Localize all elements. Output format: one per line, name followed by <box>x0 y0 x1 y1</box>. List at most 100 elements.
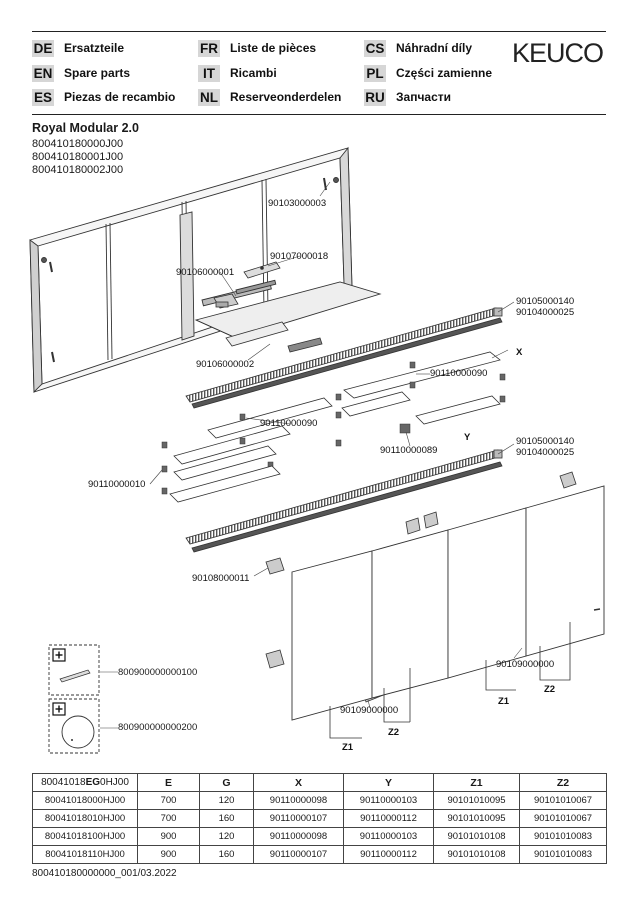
table-cell: 90110000103 <box>343 827 434 846</box>
callout-90105000140-b: 90105000140 <box>516 436 574 447</box>
callout-90105000140-a: 90105000140 <box>516 296 574 307</box>
callout-90103000003: 90103000003 <box>268 198 326 209</box>
cabinet-small-parts <box>213 261 323 353</box>
keuco-logo: KEUCO <box>512 38 604 68</box>
accessory-leader-2 <box>100 727 118 729</box>
table-cell: 80041018010HJ00 <box>32 809 138 828</box>
header-prefix: 80041018 <box>41 777 86 788</box>
table-cell: 90110000112 <box>343 809 434 828</box>
header-suffix: 0HJ00 <box>100 777 129 788</box>
lang-code-it: IT <box>198 65 220 82</box>
table-cell: 90101010067 <box>519 809 607 828</box>
callout-90110000090-left: 90110000090 <box>260 418 317 429</box>
table-cell: 160 <box>199 845 254 864</box>
table-header-e: E <box>137 773 200 792</box>
table-cell: 90101010095 <box>433 809 520 828</box>
leader-lines <box>149 181 523 709</box>
lower-rail <box>185 449 503 553</box>
accessory-box-1 <box>48 644 100 696</box>
table-cell: 90110000112 <box>343 845 434 864</box>
accessory-box-2 <box>48 698 100 754</box>
lang-code-de: DE <box>32 40 54 57</box>
accessory-leader-1 <box>100 671 118 673</box>
lang-code-fr: FR <box>198 40 220 57</box>
lang-code-cs: CS <box>364 40 386 57</box>
header-bold: EG <box>85 777 101 788</box>
callout-z2-left: Z2 <box>388 727 399 738</box>
table-cell: 700 <box>137 809 200 828</box>
glass-shelves-upper <box>173 351 501 465</box>
table-row: 80041018110HJ00 900 160 90110000107 9011… <box>32 845 607 864</box>
exploded-drawing: 90103000003 90107000018 90106000001 9010… <box>29 146 605 753</box>
header-bottom-rule <box>32 114 606 115</box>
cabinet-body <box>29 146 382 394</box>
callout-x: X <box>516 347 523 358</box>
callout-y: Y <box>464 432 471 443</box>
callout-90106000001: 90106000001 <box>176 267 234 278</box>
callout-90104000025-a: 90104000025 <box>516 307 574 318</box>
table-cell: 900 <box>137 827 200 846</box>
callout-90110000089: 90110000089 <box>380 445 437 456</box>
lang-code-pl: PL <box>364 65 386 82</box>
lang-label-nl: Reserveonderdelen <box>230 90 342 104</box>
lang-label-es: Piezas de recambio <box>64 90 176 104</box>
article-number-2: 800410180001J00 <box>32 151 124 163</box>
callout-90108000011: 90108000011 <box>192 573 249 584</box>
table-header-g: G <box>199 773 254 792</box>
table-cell: 120 <box>199 827 254 846</box>
table-cell: 900 <box>137 845 200 864</box>
callout-90104000025-b: 90104000025 <box>516 447 574 458</box>
dimension-brackets <box>329 622 571 739</box>
callout-90110000090-right: 90110000090 <box>430 368 487 379</box>
glass-shelves-lower <box>169 445 281 503</box>
callout-90110000010: 90110000010 <box>88 479 145 490</box>
callout-90106000002: 90106000002 <box>196 359 254 370</box>
callout-z1-left: Z1 <box>342 742 354 753</box>
lang-label-it: Ricambi <box>230 66 277 80</box>
table-cell: 90101010067 <box>519 791 607 810</box>
table-header-z1: Z1 <box>433 773 520 792</box>
upper-rail <box>185 307 503 409</box>
table-cell: 90101010108 <box>433 845 520 864</box>
table-cell: 90110000103 <box>343 791 434 810</box>
lang-label-de: Ersatzteile <box>64 41 125 55</box>
shelf-clips <box>161 361 506 495</box>
lang-label-en: Spare parts <box>64 66 131 80</box>
table-cell: 90101010083 <box>519 827 607 846</box>
table-cell: 90101010083 <box>519 845 607 864</box>
lang-label-fr: Liste de pièces <box>230 41 317 55</box>
table-row: 80041018000HJ00 700 120 90110000098 9011… <box>32 791 607 810</box>
callout-90109000000-right: 90109000000 <box>496 659 554 670</box>
accessory-code-2: 800900000000200 <box>118 722 198 733</box>
table-cell: 90101010108 <box>433 827 520 846</box>
table-header-y: Y <box>343 773 434 792</box>
table-row: 80041018100HJ00 900 120 90110000098 9011… <box>32 827 607 846</box>
table-cell: 80041018000HJ00 <box>32 791 138 810</box>
callout-z2-right: Z2 <box>544 684 555 695</box>
table-cell: 90110000107 <box>253 845 344 864</box>
table-header-row: 80041018EG0HJ00 E G X Y Z1 Z2 <box>32 773 607 792</box>
callout-z1-right: Z1 <box>498 696 510 707</box>
table-row: 80041018010HJ00 700 160 90110000107 9011… <box>32 809 607 828</box>
article-number-3: 800410180002J00 <box>32 164 124 176</box>
parts-table: 80041018EG0HJ00 E G X Y Z1 Z2 8004101800… <box>32 773 607 864</box>
table-cell: 80041018110HJ00 <box>32 845 138 864</box>
table-cell: 90110000098 <box>253 791 344 810</box>
lang-code-nl: NL <box>198 89 220 106</box>
lang-label-ru: Запчасти <box>396 90 452 104</box>
table-header-article: 80041018EG0HJ00 <box>32 773 138 792</box>
table-cell: 90101010095 <box>433 791 520 810</box>
callout-90109000000-left: 90109000000 <box>340 705 398 716</box>
table-cell: 160 <box>199 809 254 828</box>
lang-label-pl: Części zamienne <box>396 66 493 80</box>
lang-label-cs: Náhradní díly <box>396 41 473 55</box>
table-cell: 80041018100HJ00 <box>32 827 138 846</box>
lang-code-en: EN <box>32 65 54 82</box>
lang-code-es: ES <box>32 89 54 106</box>
table-header-z2: Z2 <box>519 773 607 792</box>
table-header-x: X <box>253 773 344 792</box>
table-cell: 90110000107 <box>253 809 344 828</box>
table-cell: 700 <box>137 791 200 810</box>
lang-code-ru: RU <box>364 89 386 106</box>
article-number-1: 800410180000J00 <box>32 138 124 150</box>
